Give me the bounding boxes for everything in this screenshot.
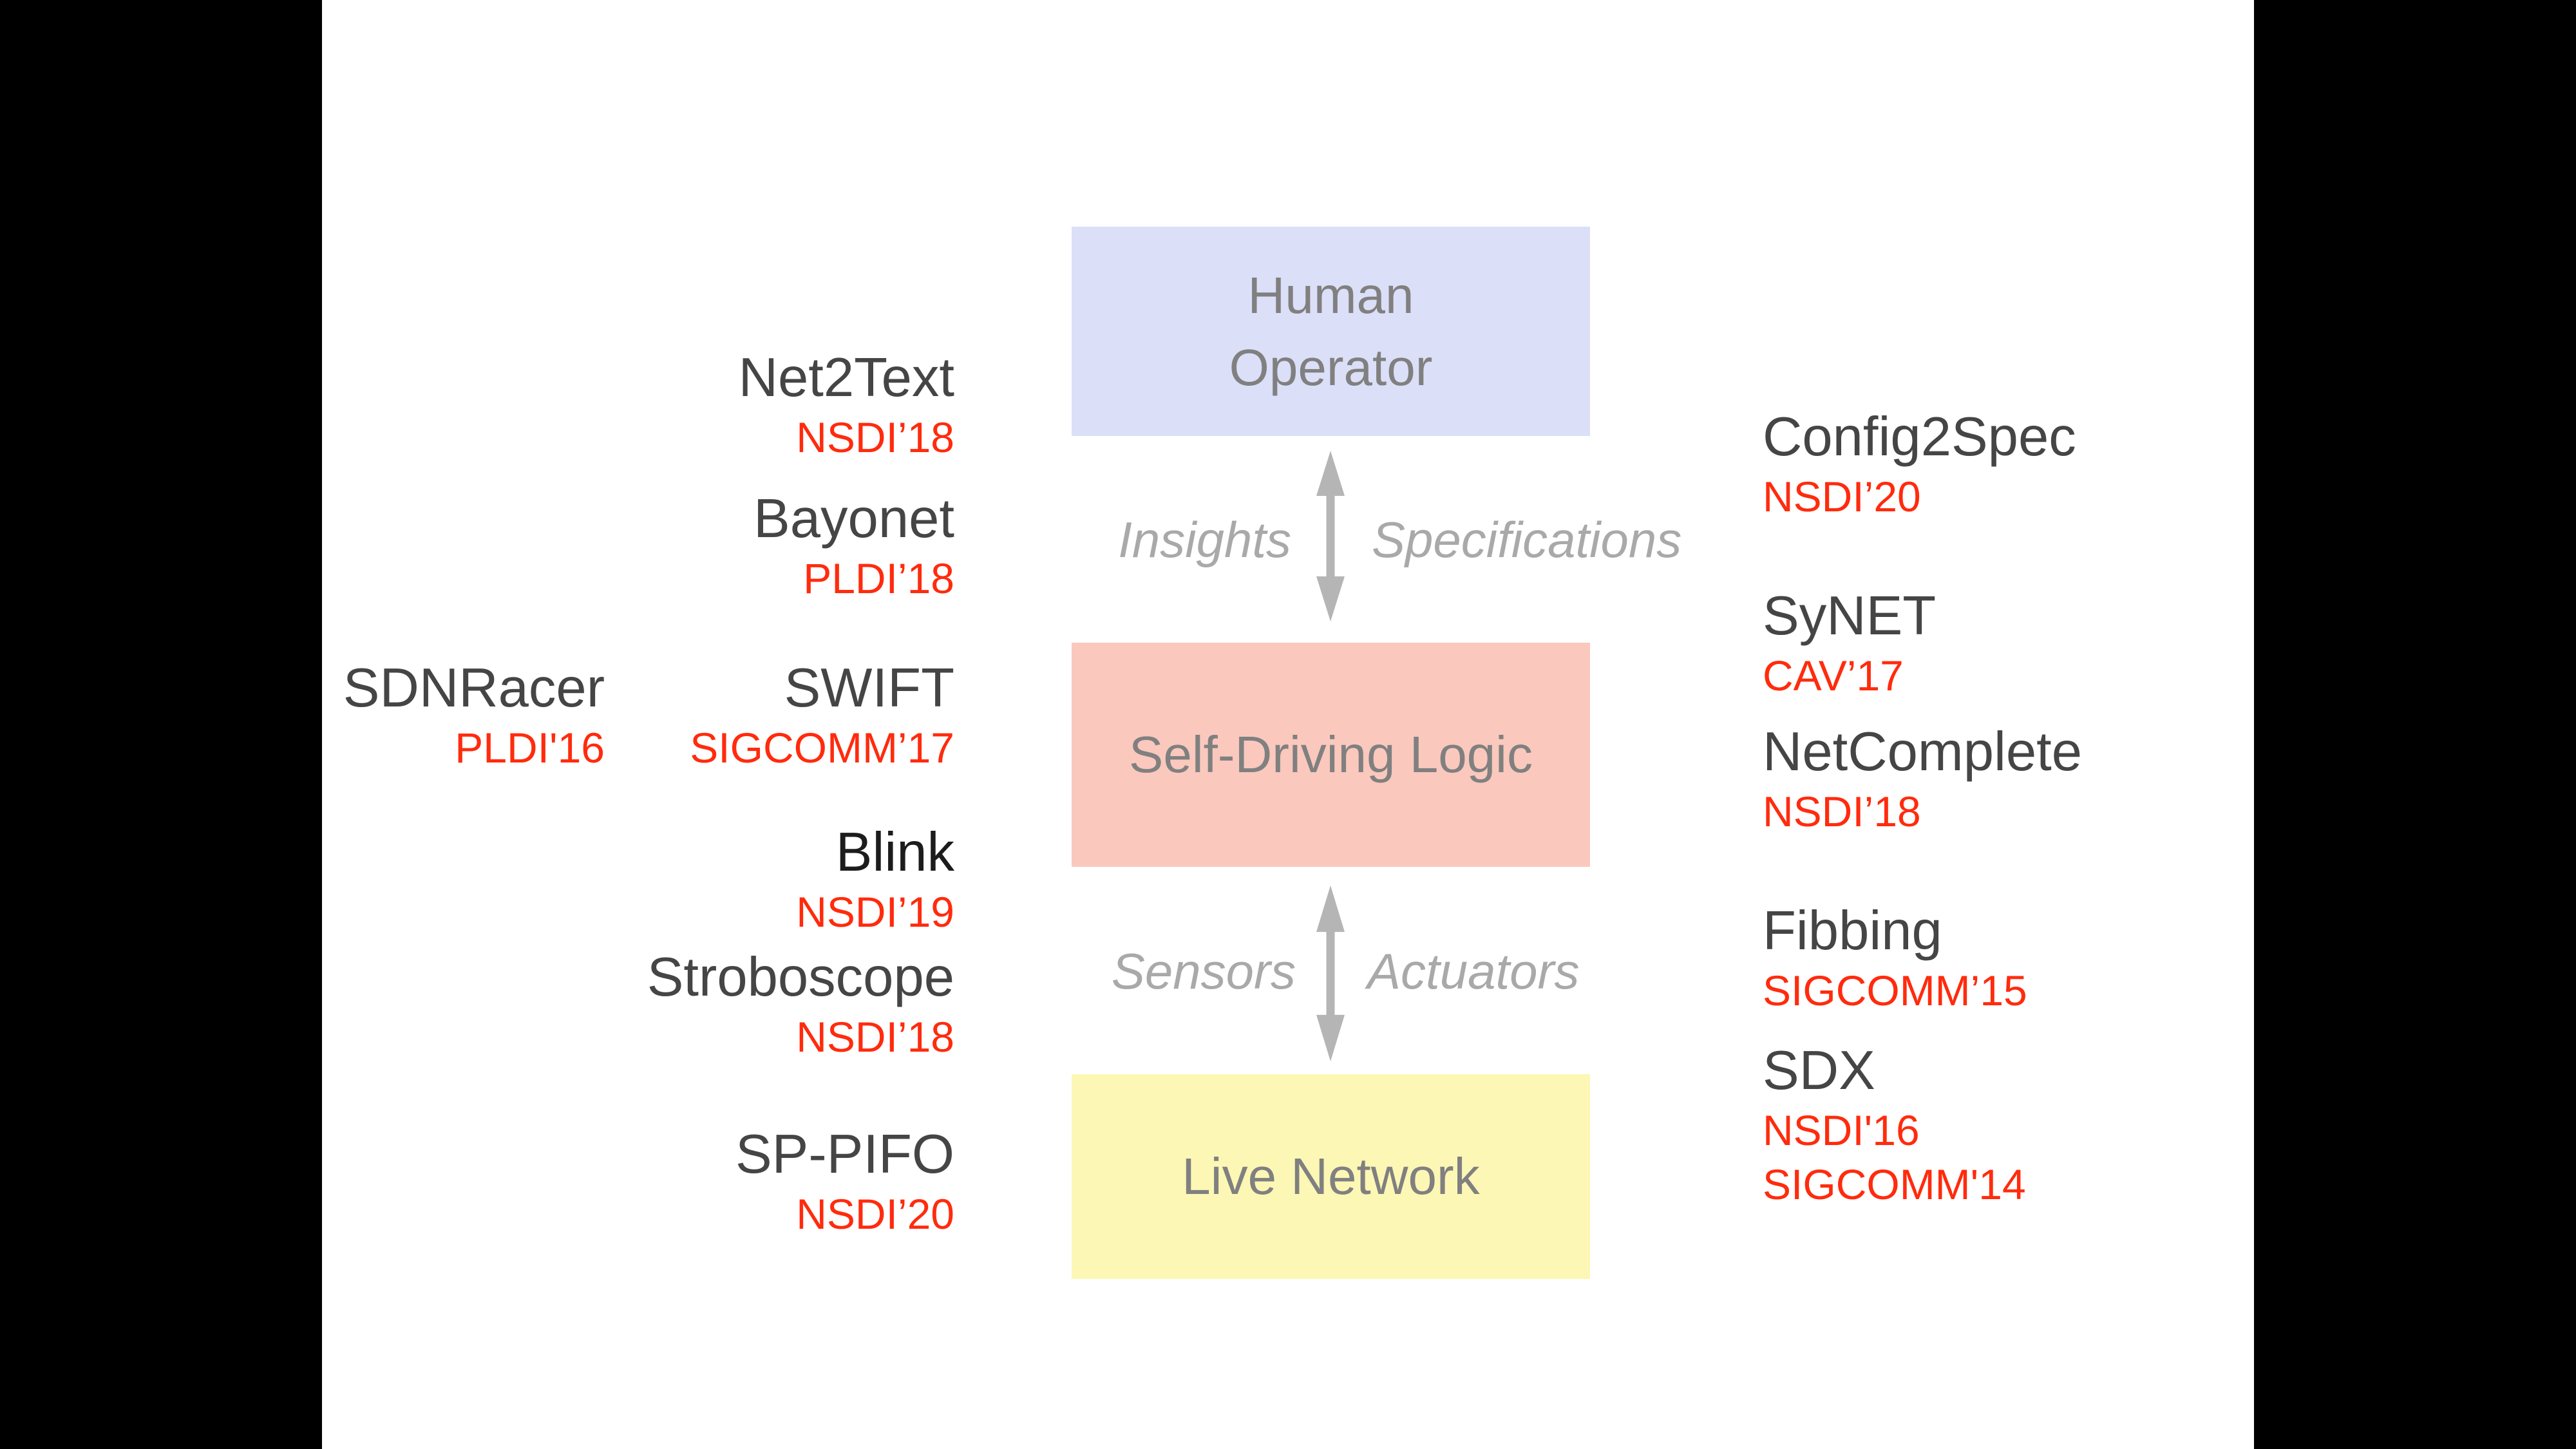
publication-name: Stroboscope — [647, 947, 954, 1008]
double-arrow-icon-top — [1308, 451, 1353, 621]
publication-name: SDNRacer — [343, 658, 605, 719]
publication-venue: PLDI’18 — [803, 554, 954, 602]
publication-item-stroboscope: Stroboscope NSDI’18 — [647, 945, 954, 1064]
box-self-driving-logic-label: Self-Driving Logic — [1129, 726, 1533, 783]
publication-venue: CAV’17 — [1763, 652, 1904, 699]
publication-name: SyNET — [1763, 585, 1937, 647]
publication-venue: SIGCOMM’15 — [1763, 967, 2027, 1014]
publication-name: SDX — [1763, 1040, 1875, 1101]
publication-item-synet: SyNET CAV’17 — [1763, 584, 1936, 703]
letterbox-left — [0, 0, 322, 1449]
publication-name: Blink — [835, 822, 954, 883]
publication-venue: SIGCOMM’17 — [690, 724, 954, 772]
publication-item-net2text: Net2Text NSDI’18 — [739, 346, 954, 464]
double-arrow-icon-bottom — [1308, 886, 1353, 1061]
publication-name: Bayonet — [753, 488, 954, 549]
publication-item-fibbing: Fibbing SIGCOMM’15 — [1763, 899, 2027, 1018]
publication-venue: NSDI’18 — [796, 413, 954, 461]
publication-name: Config2Spec — [1763, 406, 2076, 468]
publication-item-bayonet: Bayonet PLDI’18 — [753, 487, 954, 605]
publication-venue: NSDI’18 — [1763, 788, 1921, 835]
publication-venue: PLDI'16 — [455, 724, 605, 772]
publication-name: SP-PIFO — [735, 1124, 954, 1185]
box-human-operator: Human Operator — [1072, 227, 1590, 436]
box-human-operator-label-line1: Human — [1247, 266, 1414, 324]
publication-venue: NSDI’18 — [796, 1013, 954, 1061]
publication-item-sdnracer: SDNRacer PLDI'16 — [343, 656, 605, 775]
publication-item-blink: Blink NSDI’19 — [796, 820, 954, 939]
publication-venue: NSDI’20 — [796, 1190, 954, 1238]
flow-label-specifications: Specifications — [1372, 511, 1682, 568]
publication-venue: SIGCOMM'14 — [1763, 1160, 2026, 1208]
publication-name: SWIFT — [784, 658, 954, 719]
flow-label-insights: Insights — [1118, 511, 1291, 568]
letterbox-right — [2254, 0, 2576, 1449]
publication-name: Net2Text — [738, 347, 954, 408]
flow-label-actuators: Actuators — [1367, 943, 1580, 999]
box-live-network-label: Live Network — [1182, 1148, 1480, 1205]
publication-venue: NSDI’19 — [796, 888, 954, 936]
publication-name: NetComplete — [1763, 721, 2083, 782]
publication-venue: NSDI'16 — [1763, 1106, 1920, 1154]
publication-item-swift: SWIFT SIGCOMM’17 — [690, 656, 954, 775]
publication-item-config2spec: Config2Spec NSDI’20 — [1763, 405, 2076, 524]
publication-name: Fibbing — [1763, 900, 1942, 961]
box-self-driving-logic: Self-Driving Logic — [1072, 643, 1590, 867]
publication-item-sdx: SDX NSDI'16 SIGCOMM'14 — [1763, 1039, 2026, 1211]
publication-venue: NSDI’20 — [1763, 473, 1921, 520]
publication-item-netcomplete: NetComplete NSDI’18 — [1763, 720, 2082, 838]
box-live-network: Live Network — [1072, 1074, 1590, 1279]
slide-area: Human Operator Self-Driving Logic Live N… — [322, 0, 2254, 1449]
publication-item-sp-pifo: SP-PIFO NSDI’20 — [735, 1122, 954, 1241]
box-human-operator-label-line2: Operator — [1229, 338, 1433, 396]
flow-label-sensors: Sensors — [1111, 943, 1296, 999]
